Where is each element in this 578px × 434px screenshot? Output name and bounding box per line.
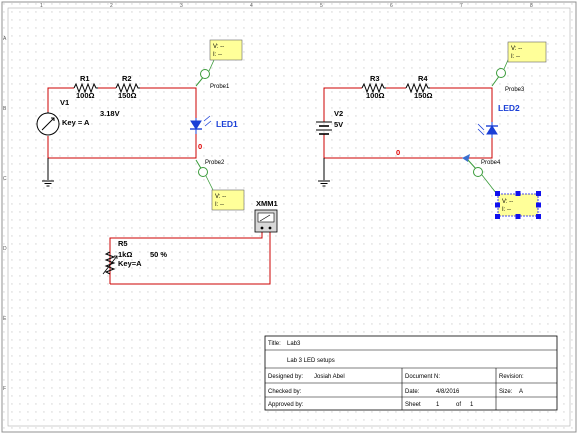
tb-title-value: Lab3 (287, 341, 301, 347)
v2-value: 5V (334, 120, 343, 129)
svg-text:F: F (3, 386, 6, 392)
probe4-readout-selected[interactable]: V: -- I: -- (495, 191, 541, 219)
led1-symbol[interactable] (190, 115, 212, 134)
led2-label: LED2 (498, 103, 520, 113)
svg-text:C: C (3, 176, 7, 182)
circuit-1: V1 Key = A 3.18V R1 100Ω R2 150Ω LED1 0 … (36, 39, 278, 285)
wire[interactable] (47, 134, 197, 159)
svg-text:I: --: I: -- (213, 52, 222, 58)
r4-resistor[interactable] (405, 82, 430, 94)
title-block[interactable]: Title: Lab3 Lab 3 LED setups Designed by… (264, 335, 558, 411)
svg-text:V: --: V: -- (213, 44, 224, 50)
tb-approved-label: Approved by: (268, 402, 304, 408)
probe1-readout[interactable]: V: -- I: -- (209, 39, 243, 61)
tb-designed-label: Designed by: (268, 374, 303, 380)
ground-symbol[interactable] (318, 180, 330, 187)
wire[interactable] (430, 87, 493, 122)
wire[interactable] (110, 232, 271, 285)
led2-symbol[interactable] (477, 122, 498, 138)
probe2-label: Probe2 (205, 160, 225, 166)
svg-text:V: --: V: -- (502, 199, 513, 205)
svg-text:D: D (3, 246, 7, 252)
tb-sheet-label: Sheet (405, 402, 421, 408)
r4-label: R4 (418, 74, 428, 83)
r3-label: R3 (370, 74, 380, 83)
tb-revision-label: Revision: (499, 374, 524, 380)
svg-text:I: --: I: -- (502, 207, 511, 213)
probe2[interactable] (195, 159, 214, 191)
v2-battery[interactable] (316, 121, 332, 135)
wire[interactable] (140, 87, 197, 118)
r5-value: 1kΩ (118, 250, 132, 259)
r3-value: 100Ω (366, 91, 385, 100)
tb-sheet-value: 1 (436, 402, 440, 408)
net-label: 0 (198, 142, 202, 151)
svg-text:I: --: I: -- (215, 202, 224, 208)
tb-of-label: of (456, 402, 461, 408)
probe1-label: Probe1 (210, 84, 230, 90)
v1-source[interactable] (36, 112, 60, 136)
wire[interactable] (323, 87, 362, 122)
top-ruler: 1 2 3 4 5 6 7 8 (40, 3, 533, 9)
net-label: 0 (396, 148, 400, 157)
tb-of-value: 1 (470, 402, 474, 408)
v1-label: V1 (60, 98, 69, 107)
r2-value: 150Ω (118, 91, 137, 100)
tb-size-value: A (519, 389, 523, 395)
probe3-readout[interactable]: V: -- I: -- (507, 41, 547, 63)
wire[interactable] (47, 87, 74, 112)
r5-label: R5 (118, 239, 128, 248)
xmm1-multimeter[interactable] (254, 209, 278, 233)
circuit-2: V2 5V R3 100Ω R4 150Ω LED2 0 Probe3 V: -… (316, 41, 547, 219)
v1-value: Key = A (62, 118, 90, 127)
r1-resistor[interactable] (73, 82, 98, 94)
probe3[interactable] (491, 59, 509, 87)
r2-label: R2 (122, 74, 132, 83)
tb-checked-label: Checked by: (268, 389, 302, 395)
probe2-readout[interactable]: V: -- I: -- (211, 189, 245, 211)
svg-text:B: B (3, 106, 7, 112)
ground-symbol[interactable] (42, 180, 54, 187)
r5-potentiometer[interactable] (102, 251, 118, 275)
v1-reading: 3.18V (100, 109, 120, 118)
drawing-frame (7, 7, 571, 427)
svg-text:1: 1 (40, 3, 43, 9)
r3-resistor[interactable] (361, 82, 386, 94)
svg-text:6: 6 (390, 3, 393, 9)
tb-date-value: 4/8/2016 (436, 389, 460, 395)
tb-size-label: Size: (499, 389, 513, 395)
probe1[interactable] (195, 59, 215, 87)
r5-key: Key=A (118, 259, 142, 268)
svg-text:A: A (3, 36, 7, 42)
led1-label: LED1 (216, 119, 238, 129)
svg-text:7: 7 (460, 3, 463, 9)
r5-percent: 50 % (150, 250, 167, 259)
svg-text:E: E (3, 316, 7, 322)
tb-title-label: Title: (268, 341, 281, 347)
svg-text:3: 3 (180, 3, 183, 9)
v2-label: V2 (334, 109, 343, 118)
svg-text:V: --: V: -- (511, 46, 522, 52)
probe3-label: Probe3 (505, 87, 525, 93)
tb-date-label: Date: (405, 389, 420, 395)
r4-value: 150Ω (414, 91, 433, 100)
svg-text:2: 2 (110, 3, 113, 9)
tb-designed-value: Josiah Abel (314, 374, 345, 380)
tb-description: Lab 3 LED setups (287, 358, 335, 364)
svg-text:5: 5 (320, 3, 323, 9)
r1-value: 100Ω (76, 91, 95, 100)
svg-text:V: --: V: -- (215, 194, 226, 200)
xmm1-label: XMM1 (256, 199, 278, 208)
r1-label: R1 (80, 74, 90, 83)
probe4-label: Probe4 (481, 160, 501, 166)
r2-resistor[interactable] (115, 82, 140, 94)
side-ruler: A B C D E F (3, 36, 7, 392)
tb-document-label: Document N: (405, 374, 440, 380)
wire[interactable] (323, 134, 493, 159)
svg-text:8: 8 (530, 3, 533, 9)
svg-text:I: --: I: -- (511, 54, 520, 60)
svg-text:4: 4 (250, 3, 253, 9)
